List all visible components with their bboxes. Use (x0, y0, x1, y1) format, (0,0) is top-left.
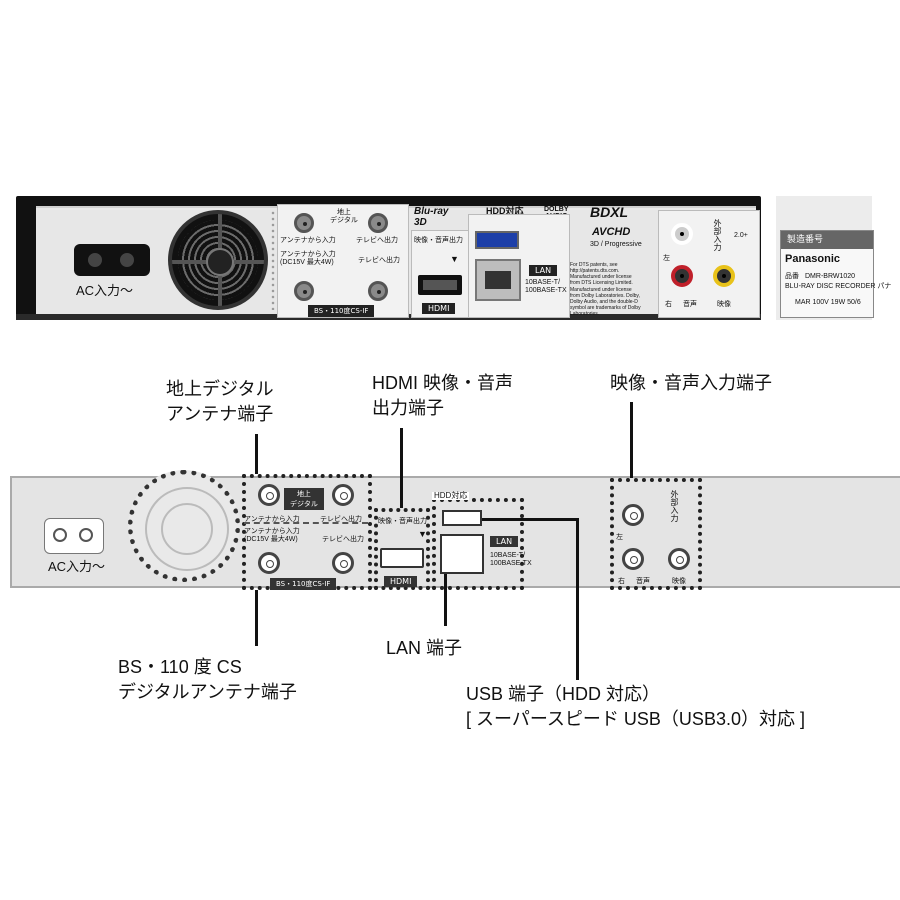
callout-lan: LAN 端子 (386, 638, 463, 658)
diagram-lan-spec-label: 10BASE-T/ 100BASE-TX (490, 552, 532, 567)
vent-dots (270, 210, 276, 310)
lan-port-icon (475, 259, 521, 301)
diagram-antenna-in-dc-label: アンテナから入力 (DC15V 最大4W) (244, 528, 300, 543)
diagram-bs-cs-label: BS・110度CS-IF (270, 578, 337, 590)
diagram-audio-right-icon (622, 548, 644, 570)
diagram-right-label: 右 (618, 578, 625, 585)
cooling-fan-icon (168, 210, 268, 310)
bs-out-coax-icon (368, 281, 388, 301)
diagram-down-arrow-icon: ▼ (418, 529, 427, 539)
diagram-bs-in-icon (258, 552, 280, 574)
leader-line-usb-vertical (576, 518, 579, 680)
usb-lan-highlight (432, 498, 524, 590)
ac-input-label: AC入力〜 (76, 283, 134, 298)
usb-port-icon (475, 231, 519, 249)
av-output-label: 映像・音声出力 (414, 237, 463, 244)
audio-label: 音声 (683, 301, 697, 308)
av-input-highlight (610, 478, 702, 590)
diagram-hdd-label: HDD対応 (432, 491, 470, 500)
diagram-audio-left-icon (622, 504, 644, 526)
bdxl-logo: BDXL (590, 204, 629, 220)
down-arrow-icon: ▼ (450, 254, 459, 264)
lan-spec-label: 10BASE-T/ 100BASE-TX (525, 279, 567, 294)
audio-right-red-rca-icon (671, 265, 693, 287)
callout-usb: USB 端子（HDD 対応） [ スーパースピード USB（USB3.0）対応 … (466, 684, 805, 729)
to-tv-label-2: テレビへ出力 (358, 257, 400, 264)
bs-cs-label: BS・110度CS-IF (308, 305, 375, 317)
lan-label: LAN (529, 265, 558, 276)
leader-line-hdmi (400, 428, 403, 508)
rating-plate: 製造番号 Panasonic 品番 DMR-BRW1020 BLU-RAY DI… (776, 196, 891, 320)
diagram-fan-icon (128, 470, 240, 582)
diagram-video-icon (668, 548, 690, 570)
diagram-to-tv-label: テレビへ出力 (320, 516, 362, 523)
av-input-block: 外部入力 左 右 音声 映像 (658, 210, 760, 318)
hdd-support-label: HDD対応 (486, 206, 524, 216)
diagram-terrestrial-out-icon (332, 484, 354, 506)
terrestrial-in-coax-icon (294, 213, 314, 233)
hdmi-port-icon (418, 275, 462, 295)
video-label: 映像 (717, 301, 731, 308)
terrestrial-title: 地上 デジタル (330, 209, 358, 224)
hdmi-highlight (374, 508, 430, 590)
terrestrial-out-coax-icon (368, 213, 388, 233)
callout-hdmi-output: HDMI 映像・音声 出力端子 (372, 373, 513, 418)
leader-line-av-input (630, 402, 633, 478)
diagram-av-output-label: 映像・音声出力 (378, 518, 427, 525)
leader-line-lan (444, 574, 447, 626)
diagram-video-label: 映像 (672, 578, 686, 585)
diagram-ac-label: AC入力〜 (48, 559, 106, 574)
antenna-in-dc-label: アンテナから入力 (DC15V 最大4W) (280, 251, 336, 266)
model-number: DMR-BRW1020 (805, 273, 856, 280)
ac-inlet-icon (74, 244, 150, 276)
diagram-terrestrial-title: 地上 デジタル (284, 488, 324, 510)
video-yellow-rca-icon (713, 265, 735, 287)
antenna-in-label: アンテナから入力 (280, 237, 336, 244)
diagram-to-tv-label-2: テレビへ出力 (322, 536, 364, 543)
product-name: BLU-RAY DISC RECORDER パナ (785, 283, 892, 290)
diagram-antenna-in-label: アンテナから入力 (244, 516, 300, 523)
diagram-hdmi-label: HDMI (384, 576, 418, 587)
audio-left-white-rca-icon (671, 223, 693, 245)
to-tv-label: テレビへ出力 (356, 237, 398, 244)
diagram-hdmi-port-icon (380, 548, 424, 568)
leader-line-usb-horizontal (482, 518, 578, 521)
model-number-label: 品番 (785, 273, 799, 280)
logo-area: Blu-ray 3D HDD対応 DOLBY AUDIO BDXL AVCHD … (414, 204, 654, 317)
diagram-lan-port-icon (440, 534, 484, 574)
callout-av-input: 映像・音声入力端子 (610, 373, 772, 393)
hdmi-label: HDMI (422, 303, 456, 314)
diagram-ac-inlet-icon (44, 518, 104, 554)
left-label: 左 (663, 255, 670, 262)
bs-in-coax-icon (294, 281, 314, 301)
recorder-rear-photo: AC入力〜 地上 デジタル アンテナから入力 テレビへ出力 アンテナから入力 (… (16, 196, 891, 326)
callout-terrestrial-antenna: 地上デジタル アンテナ端子 (166, 379, 274, 424)
leader-line-terrestrial (255, 434, 258, 474)
diagram-terrestrial-in-icon (258, 484, 280, 506)
callout-bs-cs-antenna: BS・110 度 CS デジタルアンテナ端子 (118, 657, 297, 702)
usb-lan-block: LAN 10BASE-T/ 100BASE-TX (468, 214, 570, 318)
power-spec: MAR 100V 19W 50/6 (795, 299, 861, 306)
external-input-label: 外部入力 (713, 219, 722, 251)
dolby-notice: Manufactured under license from Dolby La… (570, 287, 641, 317)
avchd-logo: AVCHD (592, 226, 631, 238)
hdmi-output-block: 映像・音声出力 ▼ HDMI (411, 230, 471, 318)
diagram-external-input-label: 外部入力 (670, 490, 679, 522)
serial-number-header: 製造番号 (781, 231, 873, 249)
diagram-usb-port-icon (442, 510, 482, 526)
right-label: 右 (665, 301, 672, 308)
diagram-left-label: 左 (616, 534, 623, 541)
avchd-sub-label: 3D / Progressive (590, 241, 642, 248)
diagram-lan-label: LAN (490, 536, 519, 547)
antenna-terminal-block: 地上 デジタル アンテナから入力 テレビへ出力 アンテナから入力 (DC15V … (277, 204, 409, 318)
dts-notice: For DTS patents, see http://patents.dts.… (570, 262, 633, 286)
brand-logo: Panasonic (785, 253, 841, 265)
diagram-audio-label: 音声 (636, 578, 650, 585)
bluray-3d-logo: Blu-ray 3D (414, 206, 449, 228)
leader-line-bs-cs (255, 590, 258, 646)
usb-version-label: 2.0+ (734, 232, 748, 239)
diagram-bs-out-icon (332, 552, 354, 574)
